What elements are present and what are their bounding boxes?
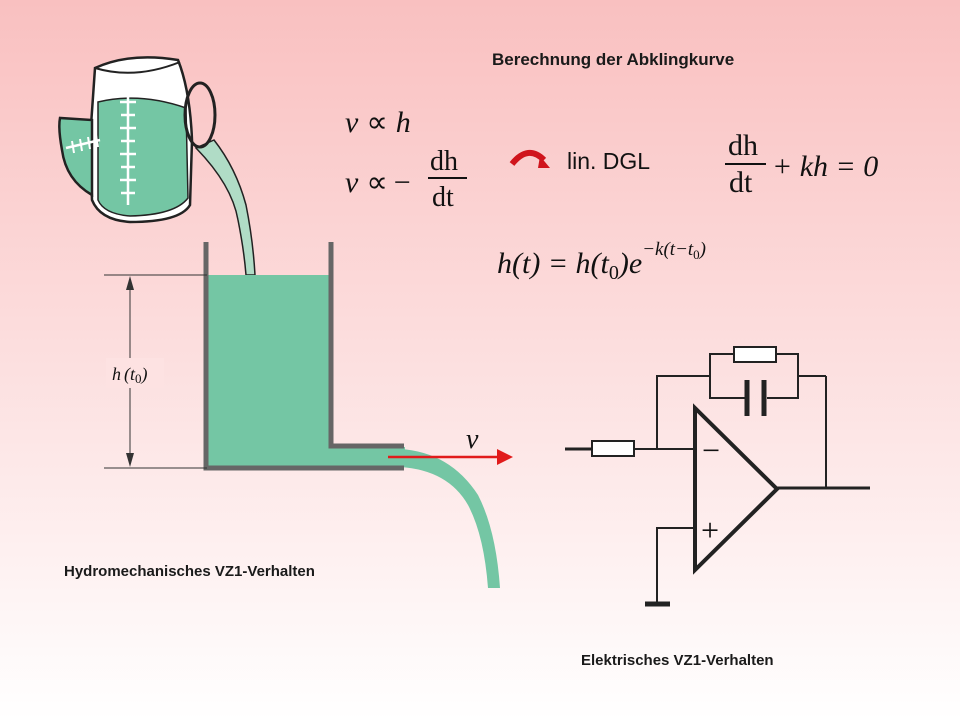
dgl-rest: + kh = 0 bbox=[772, 150, 878, 183]
svg-text:h(t) = h(t0)e−k(t−t0): h(t) = h(t0)e−k(t−t0) bbox=[497, 239, 706, 284]
tank-wall-right bbox=[328, 242, 404, 449]
beaker-side-ticks bbox=[71, 134, 99, 154]
beaker-water-side bbox=[58, 116, 94, 198]
height-label-bg bbox=[106, 358, 164, 388]
feedback-resistor bbox=[733, 346, 777, 363]
dim-arrow-top bbox=[126, 276, 134, 290]
dim-arrow-bottom bbox=[126, 453, 134, 467]
formula-dgl: dh dt + kh = 0 bbox=[725, 129, 878, 199]
caption-elec: Elektrisches VZ1-Verhalten bbox=[581, 652, 774, 669]
outflow-stream bbox=[400, 449, 500, 588]
outlet-water bbox=[330, 447, 405, 467]
input-resistor bbox=[591, 440, 635, 457]
flow-label: v bbox=[466, 424, 479, 455]
beaker-water bbox=[97, 97, 189, 217]
title: Berechnung der Abklingkurve bbox=[492, 50, 735, 69]
opamp-triangle bbox=[693, 403, 780, 575]
svg-text:v∝−: v∝− bbox=[345, 166, 411, 199]
opamp-minus: − bbox=[702, 432, 720, 468]
formula-solution: h(t) = h(t0)e−k(t−t0) bbox=[497, 239, 706, 284]
tank bbox=[203, 242, 500, 588]
flow-arrow-head bbox=[497, 449, 513, 465]
svg-text:v∝h: v∝h bbox=[345, 106, 411, 139]
beaker-illustration bbox=[58, 56, 256, 276]
dgl-den: dt bbox=[729, 166, 753, 199]
opamp-plus: + bbox=[701, 512, 719, 548]
beaker-side-scale bbox=[65, 138, 101, 150]
formula2-num: dh bbox=[430, 146, 458, 177]
formula2-den: dt bbox=[432, 182, 454, 213]
beaker-spout bbox=[183, 81, 217, 149]
lin-dgl-label: lin. DGL bbox=[567, 148, 650, 174]
formula-derivative: v∝− dh dt bbox=[345, 146, 467, 213]
tank-water bbox=[207, 275, 330, 467]
caption-hydro: Hydromechanisches VZ1-Verhalten bbox=[64, 563, 315, 580]
opamp-circuit bbox=[565, 346, 870, 607]
dgl-num: dh bbox=[728, 129, 758, 162]
beaker-rim bbox=[94, 61, 181, 74]
formula-proportional: v∝h bbox=[345, 106, 411, 139]
height-label: h(t0) bbox=[112, 364, 148, 386]
beaker-scale-ticks bbox=[120, 100, 136, 195]
implies-arrow-head bbox=[538, 156, 550, 168]
